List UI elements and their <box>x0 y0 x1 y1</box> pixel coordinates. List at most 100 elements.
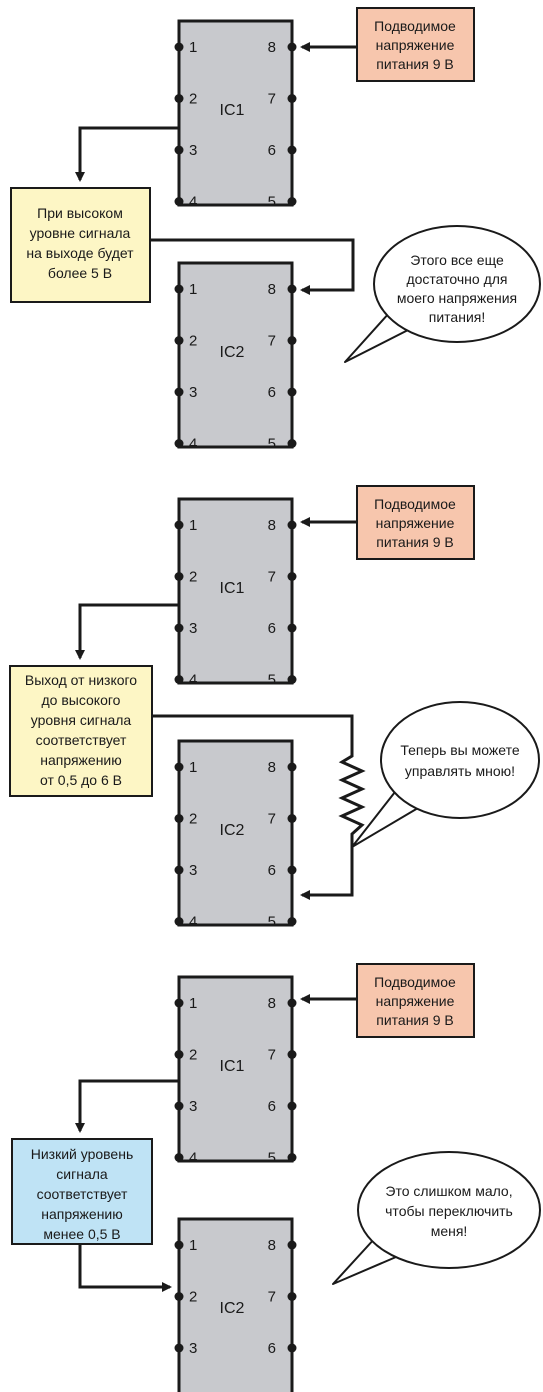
supply-voltage-text: Подводимое <box>374 496 456 512</box>
signal-level-text: При высоком <box>37 205 123 221</box>
pin-dot <box>174 998 184 1008</box>
pin-dot <box>287 917 297 926</box>
pin-dot <box>287 439 297 448</box>
pin-number: 5 <box>268 1150 276 1167</box>
pin-dot <box>174 1343 184 1353</box>
bubble-text: управлять мною! <box>405 763 515 779</box>
pin-dot <box>174 94 184 103</box>
pin-dot <box>287 998 297 1008</box>
pin-dot <box>174 623 184 633</box>
pin-number: 1 <box>189 759 197 776</box>
pin-number: 2 <box>189 811 197 828</box>
output-arrow <box>75 1079 179 1133</box>
pin-number: 8 <box>268 39 276 56</box>
signal-level-text: Низкий уровень <box>31 1146 134 1162</box>
pin-dot <box>287 1292 297 1301</box>
pin-dot <box>174 865 184 875</box>
chip-label: IC2 <box>220 344 245 361</box>
bubble-text: меня! <box>431 1223 468 1239</box>
pin-dot <box>287 197 297 206</box>
pin-number: 6 <box>268 620 276 637</box>
pin-number: 4 <box>189 194 197 211</box>
resistor-wire <box>152 714 366 900</box>
chip-body <box>177 19 294 207</box>
pin-dot <box>174 336 184 345</box>
signal-level-box <box>9 665 153 797</box>
pin-number: 2 <box>189 1047 197 1064</box>
pin-number: 6 <box>268 384 276 401</box>
pin-dot <box>174 1240 184 1250</box>
pin-number: 7 <box>268 811 276 828</box>
pin-dot <box>287 387 297 397</box>
pin-dot <box>174 520 184 530</box>
pin-dot <box>174 1153 184 1162</box>
signal-level-text: напряжению <box>40 752 122 768</box>
pin-number: 2 <box>189 91 197 108</box>
supply-voltage-text: питания 9 В <box>376 56 453 72</box>
pin-number: 6 <box>268 862 276 879</box>
pin-dot <box>287 572 297 581</box>
pin-dot <box>174 145 184 155</box>
signal-level-text: на выходе будет <box>26 245 134 261</box>
signal-level-text: от 0,5 до 6 В <box>40 772 122 788</box>
pin-number: 7 <box>268 1289 276 1306</box>
signal-level-text: Выход от низкого <box>25 672 137 688</box>
pin-number: 8 <box>268 1237 276 1254</box>
pin-dot <box>174 1050 184 1059</box>
signal-level-text: уровня сигнала <box>31 712 132 728</box>
pin-number: 3 <box>189 1098 197 1115</box>
supply-voltage-text: питания 9 В <box>376 534 453 550</box>
pin-number: 5 <box>268 914 276 931</box>
pin-number: 4 <box>189 672 197 689</box>
supply-voltage-text: Подводимое <box>374 18 456 34</box>
pin-number: 7 <box>268 91 276 108</box>
signal-level-box <box>11 1138 153 1245</box>
pin-dot <box>174 572 184 581</box>
pin-number: 7 <box>268 569 276 586</box>
signal-level-text: уровне сигнала <box>30 225 131 241</box>
signal-level-text: более 5 В <box>48 265 112 281</box>
pin-number: 3 <box>189 142 197 159</box>
bubble-text: питания! <box>429 309 485 325</box>
bubble-text: достаточно для <box>406 271 507 287</box>
pin-dot <box>174 42 184 52</box>
pin-number: 3 <box>189 384 197 401</box>
pin-dot <box>174 387 184 397</box>
bubble-text: Это слишком мало, <box>385 1183 512 1199</box>
pin-dot <box>287 1050 297 1059</box>
pin-dot <box>287 675 297 684</box>
signal-level-text: напряжению <box>41 1206 123 1222</box>
bubble-text: Этого все еще <box>410 252 504 268</box>
pin-dot <box>287 94 297 103</box>
pin-number: 7 <box>268 333 276 350</box>
pin-number: 4 <box>189 1150 197 1167</box>
pin-number: 1 <box>189 39 197 56</box>
pin-dot <box>174 917 184 926</box>
pin-dot <box>174 814 184 823</box>
pin-number: 6 <box>268 142 276 159</box>
pin-dot <box>287 814 297 823</box>
chip-body <box>177 1217 294 1392</box>
supply-voltage-box <box>356 485 475 560</box>
chip-body <box>177 261 294 449</box>
pin-dot <box>287 42 297 52</box>
pin-number: 6 <box>268 1340 276 1357</box>
low-signal-arrow <box>78 1244 172 1292</box>
pin-dot <box>287 1153 297 1162</box>
pin-dot <box>287 1343 297 1353</box>
pin-dot <box>287 1101 297 1111</box>
pin-number: 8 <box>268 281 276 298</box>
pin-dot <box>174 439 184 448</box>
pin-number: 4 <box>189 914 197 931</box>
pin-number: 1 <box>189 995 197 1012</box>
pin-number: 5 <box>268 436 276 453</box>
chip-label: IC1 <box>220 1058 245 1075</box>
supply-feed-arrow <box>150 238 355 295</box>
pin-number: 4 <box>189 436 197 453</box>
pin-number: 1 <box>189 517 197 534</box>
pin-number: 1 <box>189 1237 197 1254</box>
pin-dot <box>287 762 297 772</box>
